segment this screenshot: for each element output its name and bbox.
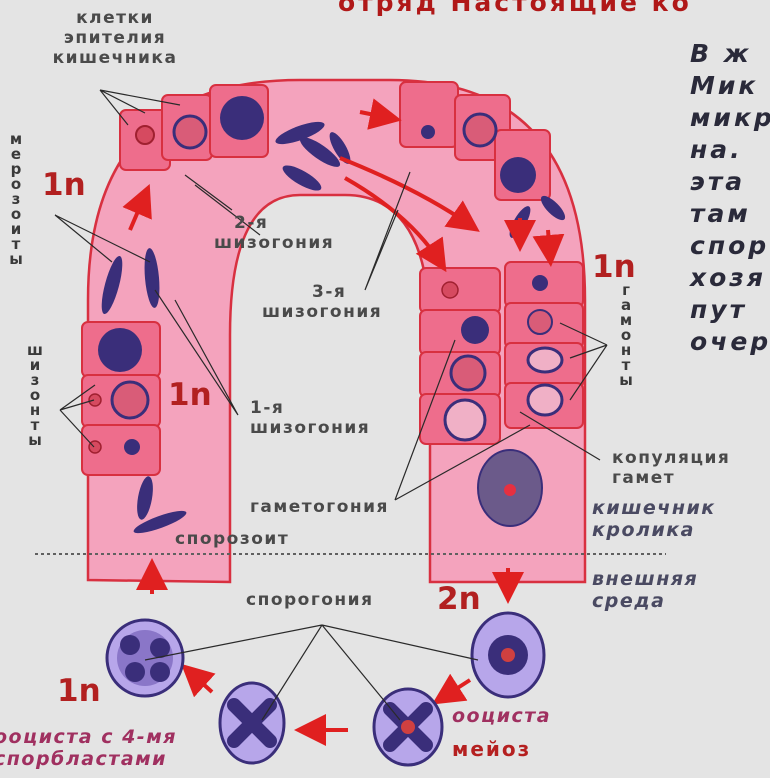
side-text-line: на. [690, 134, 770, 166]
label-line: гамет [612, 468, 730, 488]
label-sporozoite: спорозоит [175, 529, 289, 549]
label-line: 2-я [214, 213, 334, 233]
side-text: В ж Мик микр на. эта там спор хозя пут о… [690, 38, 770, 358]
label-intestine-cells: клетки эпителия кишечника [40, 8, 190, 68]
label-copulation: копуляция гамет [612, 448, 730, 488]
label-line: кишечник [592, 497, 716, 519]
label-line: шизогония [214, 233, 334, 253]
side-text-line: эта [690, 166, 770, 198]
label-line: 1-я [250, 398, 370, 418]
label-line: кролика [592, 519, 716, 541]
label-gametogony: гаметогония [250, 497, 389, 517]
label-line: шизогония [250, 418, 370, 438]
label-gamonts: гамонты [618, 283, 634, 388]
label-schizogony-1: 1-я шизогония [250, 398, 370, 438]
side-text-line: очер [690, 326, 770, 358]
label-line: внешняя [592, 568, 698, 590]
label-line: шизогония [262, 302, 382, 322]
label-external-env: внешняя среда [592, 568, 698, 612]
side-text-line: микр [690, 102, 770, 134]
ploidy-bottom-left: 1n [57, 674, 101, 708]
ploidy-bottom-right: 2n [437, 582, 481, 616]
side-text-line: Мик [690, 70, 770, 102]
label-meiosis: мейоз [452, 737, 531, 761]
label-line: кишечника [40, 48, 190, 68]
side-text-line: там [690, 198, 770, 230]
label-line: эпителия [40, 28, 190, 48]
label-schizonts: шизонты [27, 343, 43, 448]
ploidy-top-left: 1n [42, 168, 86, 202]
label-line: среда [592, 590, 698, 612]
label-line: спорбластами [0, 748, 177, 770]
label-oocyst-sporoblasts: ооциста с 4-мя спорбластами [0, 726, 177, 770]
page-title: отряд Настоящие ко [338, 0, 692, 17]
label-merozoites: мерозоиты [8, 132, 24, 267]
label-rabbit-intestine: кишечник кролика [592, 497, 716, 541]
side-text-line: пут [690, 294, 770, 326]
label-sporogony: спорогония [246, 590, 373, 610]
label-schizogony-2: 2-я шизогония [214, 213, 334, 253]
label-line: клетки [40, 8, 190, 28]
label-line: ооциста с 4-мя [0, 726, 177, 748]
label-schizogony-3: 3-я шизогония [262, 282, 382, 322]
side-text-line: хозя [690, 262, 770, 294]
ploidy-right: 1n [592, 250, 636, 284]
label-line: 3-я [262, 282, 382, 302]
label-oocyst: ооциста [452, 705, 551, 727]
label-line: копуляция [612, 448, 730, 468]
ploidy-middle-left: 1n [168, 378, 212, 412]
side-text-line: спор [690, 230, 770, 262]
side-text-line: В ж [690, 38, 770, 70]
